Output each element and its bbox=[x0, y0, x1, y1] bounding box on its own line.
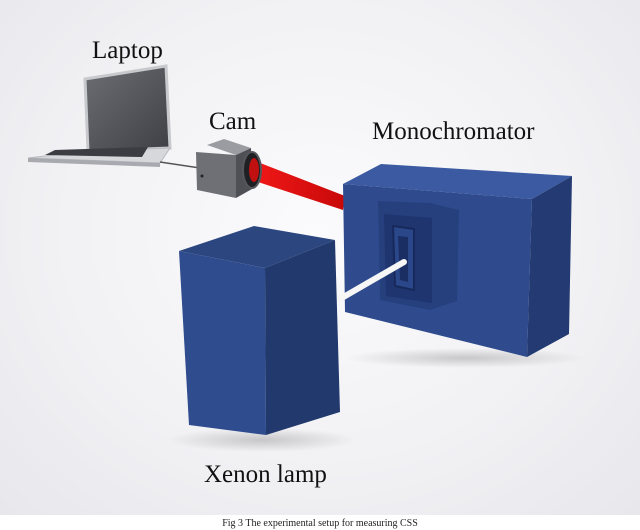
laptop-icon bbox=[27, 64, 201, 169]
xenon-lamp-shadow bbox=[167, 428, 357, 452]
cam-label: Cam bbox=[209, 108, 257, 135]
setup-illustration bbox=[27, 64, 585, 452]
figure-caption: Fig 3 The experimental setup for measuri… bbox=[222, 518, 418, 529]
camera-icon bbox=[196, 139, 262, 198]
monochromator-label: Monochromator bbox=[372, 118, 535, 145]
xenon-lamp-label: Xenon lamp bbox=[204, 461, 327, 488]
setup-diagram: Laptop Cam Monochromator Xenon lamp bbox=[0, 0, 640, 515]
red-beam bbox=[255, 161, 345, 210]
monochromator-box bbox=[343, 164, 572, 357]
light-path bbox=[337, 259, 407, 302]
monochromator-shadow bbox=[345, 348, 585, 368]
laptop-label: Laptop bbox=[92, 37, 163, 64]
xenon-lamp-box bbox=[179, 226, 340, 435]
